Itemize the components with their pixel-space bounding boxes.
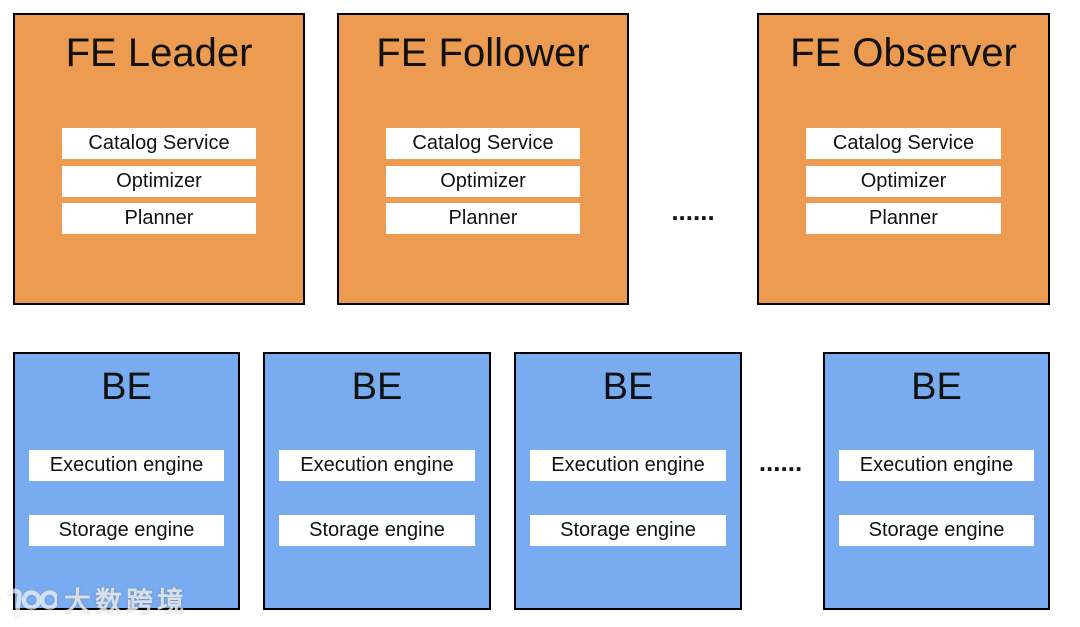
fe-observer-optimizer-box: Optimizer xyxy=(806,166,1001,197)
be-row-ellipsis: ...... xyxy=(758,447,803,477)
be-node-4-title: BE xyxy=(911,366,962,408)
be-node-2-storage-engine-box: Storage engine xyxy=(279,515,475,546)
be-node-4-execution-engine-box: Execution engine xyxy=(839,450,1034,481)
fe-observer-catalog-service-box: Catalog Service xyxy=(806,128,1001,159)
be-node-1-execution-engine-box: Execution engine xyxy=(29,450,224,481)
be-node-1-storage-engine-box: Storage engine xyxy=(29,515,224,546)
be-node-3-execution-engine-box: Execution engine xyxy=(530,450,726,481)
fe-leader-node: FE Leader Catalog Service Optimizer Plan… xyxy=(13,13,305,305)
be-node-4-storage-engine-box: Storage engine xyxy=(839,515,1034,546)
be-node-3-title: BE xyxy=(602,366,654,408)
be-node-3: BE Execution engine Storage engine xyxy=(514,352,742,610)
fe-leader-title: FE Leader xyxy=(65,31,253,75)
fe-follower-optimizer-box: Optimizer xyxy=(386,166,580,197)
be-node-1-title: BE xyxy=(101,366,152,408)
fe-leader-catalog-service-box: Catalog Service xyxy=(62,128,256,159)
be-node-4: BE Execution engine Storage engine xyxy=(823,352,1050,610)
be-node-2-title: BE xyxy=(351,366,403,408)
fe-leader-planner-box: Planner xyxy=(62,203,256,234)
be-node-3-storage-engine-box: Storage engine xyxy=(530,515,726,546)
fe-observer-planner-box: Planner xyxy=(806,203,1001,234)
fe-row-ellipsis: ...... xyxy=(671,196,715,226)
fe-follower-catalog-service-box: Catalog Service xyxy=(386,128,580,159)
fe-follower-node: FE Follower Catalog Service Optimizer Pl… xyxy=(337,13,629,305)
fe-follower-title: FE Follower xyxy=(376,31,590,75)
fe-observer-node: FE Observer Catalog Service Optimizer Pl… xyxy=(757,13,1050,305)
be-node-2: BE Execution engine Storage engine xyxy=(263,352,491,610)
be-node-1: BE Execution engine Storage engine xyxy=(13,352,240,610)
fe-leader-optimizer-box: Optimizer xyxy=(62,166,256,197)
fe-follower-planner-box: Planner xyxy=(386,203,580,234)
be-node-2-execution-engine-box: Execution engine xyxy=(279,450,475,481)
fe-observer-title: FE Observer xyxy=(790,31,1017,75)
